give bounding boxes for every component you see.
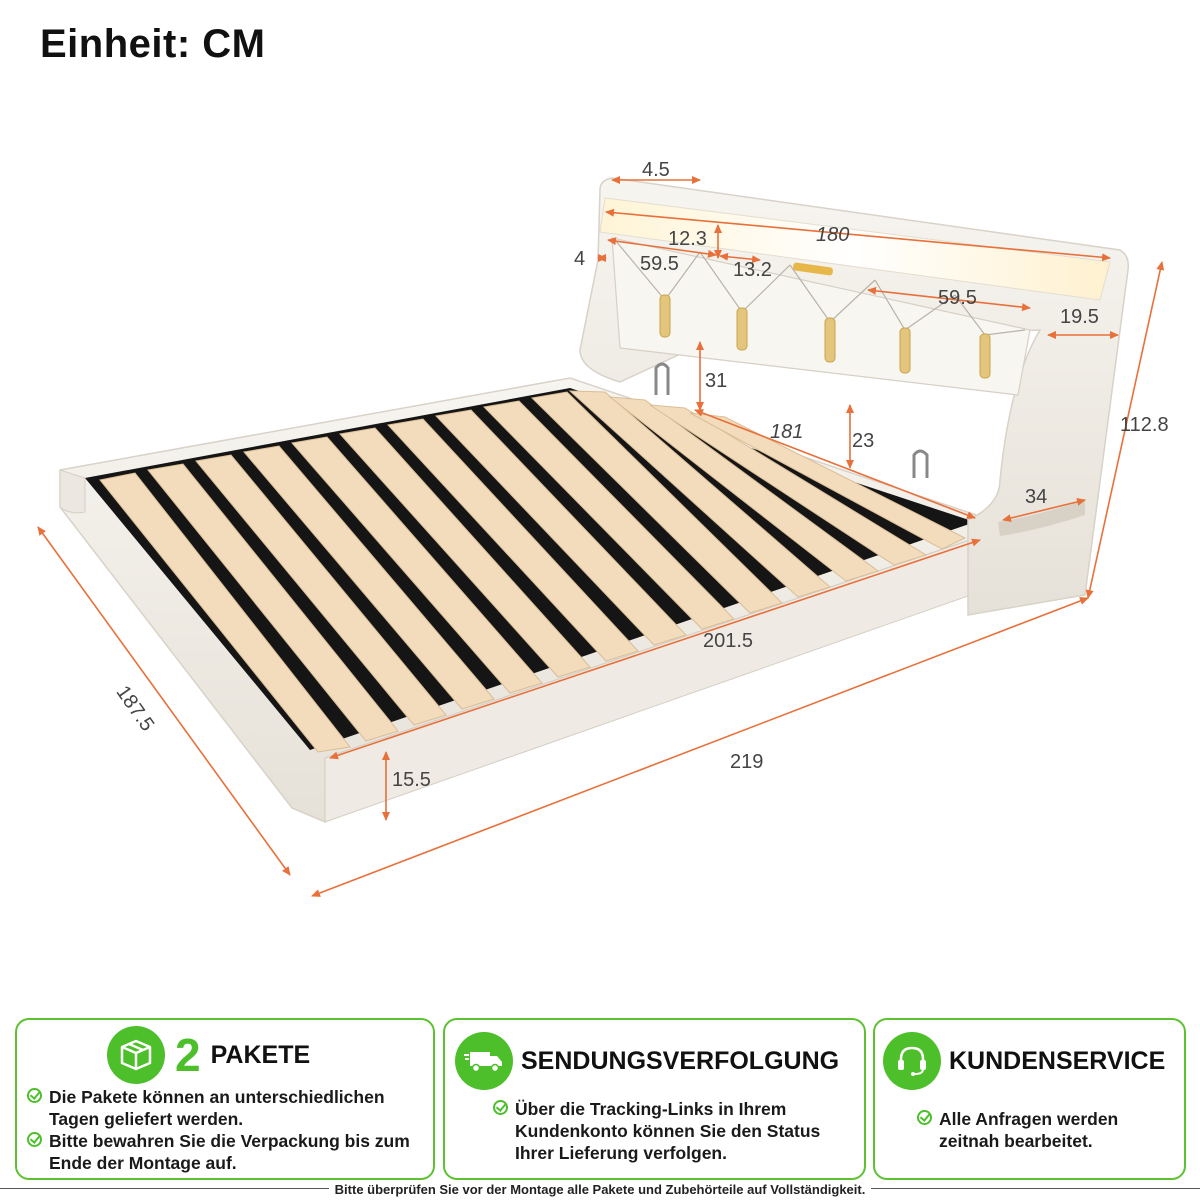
- label-panel-right: 59.5: [938, 287, 977, 309]
- dim-panel-left: [607, 237, 717, 258]
- dim-total-width: [37, 526, 291, 876]
- headset-icon: [883, 1032, 941, 1090]
- label-total-length: 219: [730, 751, 763, 773]
- service-label: KUNDENSERVICE: [949, 1046, 1166, 1075]
- unit-title: Einheit: CM: [40, 22, 266, 66]
- lift-handle-right: [912, 449, 929, 478]
- truck-icon: [455, 1032, 513, 1090]
- dim-total-height: [1085, 261, 1165, 599]
- dim-headboard-width: [605, 208, 1111, 262]
- dim-inner-length: [694, 409, 976, 519]
- label-rail-height: 23: [852, 430, 874, 452]
- frame-corner: [59, 469, 86, 514]
- box-icon: [107, 1026, 165, 1084]
- bed-illustration: [59, 177, 1130, 824]
- label-panel-left: 59.5: [640, 253, 679, 275]
- dim-center-gap: [719, 252, 761, 264]
- check-icon: [27, 1132, 42, 1147]
- dim-panel-right: [867, 286, 1031, 312]
- label-center-gap: 13.2: [733, 259, 772, 281]
- packages-header: 2 PAKETE: [107, 1026, 310, 1084]
- label-headboard-width: 180: [816, 224, 849, 246]
- label-nightstand-depth: 34: [1025, 486, 1047, 508]
- tracking-header: SENDUNGSVERFOLGUNG: [455, 1032, 839, 1090]
- service-card: KUNDENSERVICE Alle Anfragen werden zeitn…: [873, 1018, 1186, 1180]
- service-header: KUNDENSERVICE: [883, 1032, 1165, 1090]
- usb-port: [793, 262, 833, 276]
- tracking-label: SENDUNGSVERFOLGUNG: [521, 1046, 840, 1075]
- label-panel-height: 31: [705, 370, 727, 392]
- panel-buttons: [659, 294, 991, 379]
- check-icon: [493, 1100, 508, 1115]
- service-bullet-1: Alle Anfragen werden zeitnah bearbeitet.: [917, 1108, 1159, 1152]
- bed-dimension-diagram: 4.5 180 12.3 4 59.5 13.2 59.5 19.5 112.8…: [37, 159, 1169, 897]
- packages-bullet-1: Die Pakete können an unterschiedlichen T…: [27, 1086, 429, 1130]
- label-side-rail-length: 201.5: [703, 630, 753, 652]
- lift-handle-left: [654, 362, 670, 395]
- footer-note: Bitte überprüfen Sie vor der Montage all…: [0, 1181, 1200, 1199]
- label-total-width: 187.5: [112, 682, 159, 736]
- packages-card: 2 PAKETE Die Pakete können an unterschie…: [15, 1018, 435, 1180]
- tracking-card: SENDUNGSVERFOLGUNG Über die Tracking-Lin…: [443, 1018, 866, 1180]
- label-side-offset: 4: [574, 248, 585, 270]
- tracking-bullet-1: Über die Tracking-Links in Ihrem Kundenk…: [493, 1098, 835, 1164]
- label-inner-length: 181: [770, 421, 803, 443]
- label-shelf-depth: 4.5: [642, 159, 670, 181]
- label-frame-height: 15.5: [392, 769, 431, 791]
- label-wing-width: 19.5: [1060, 306, 1099, 328]
- package-count: 2: [175, 1029, 201, 1081]
- packages-label: PAKETE: [210, 1040, 311, 1069]
- label-gap-top: 12.3: [668, 228, 707, 250]
- check-icon: [27, 1088, 42, 1103]
- packages-bullet-2: Bitte bewahren Sie die Verpackung bis zu…: [27, 1130, 429, 1174]
- dim-nightstand-depth: [1002, 498, 1086, 522]
- dimension-lines: [37, 176, 1165, 897]
- dim-total-length: [311, 597, 1089, 897]
- check-icon: [917, 1110, 932, 1125]
- label-total-height: 112.8: [1120, 414, 1169, 436]
